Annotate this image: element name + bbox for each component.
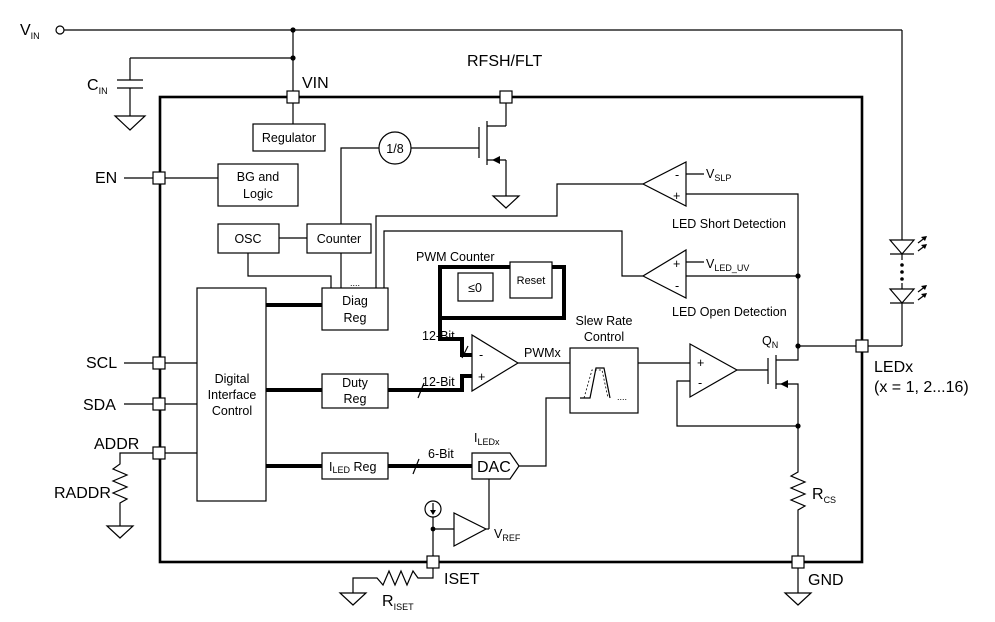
- led-short-label: LED Short Detection: [672, 217, 786, 231]
- pwmx-label: PWMx: [524, 346, 562, 360]
- le-zero-label: ≤0: [468, 281, 482, 295]
- rfsh-pin: [499, 90, 513, 104]
- opamp-minus: -: [698, 376, 702, 390]
- ground-icon: [338, 592, 368, 606]
- diag-reg-block: [321, 287, 389, 331]
- gnd-pin: [791, 555, 805, 569]
- pwm-comparator: [471, 333, 520, 393]
- open-comp-minus: -: [675, 279, 679, 293]
- slew-label-2: Control: [584, 330, 624, 344]
- dic-label-1: Digital: [215, 372, 250, 386]
- rfsh-pin-label: RFSH/FLT: [467, 53, 542, 70]
- dic-label-3: Control: [212, 404, 252, 418]
- short-comp-minus: -: [675, 168, 679, 182]
- iset-pin-label: ISET: [444, 571, 480, 588]
- vref-buffer: [453, 512, 488, 547]
- duty-reg-block: [321, 373, 389, 409]
- vref-label: VREF: [494, 527, 521, 543]
- dic-label-2: Interface: [208, 388, 257, 402]
- riset-label: RISET: [382, 593, 414, 612]
- bg-logic-block: [217, 163, 299, 207]
- scl-pin-label: SCL: [86, 355, 117, 372]
- ledx-pin-label: LEDx: [874, 359, 913, 376]
- led-open-label: LED Open Detection: [672, 305, 787, 319]
- vin-rail: [55, 25, 903, 240]
- diag-dots: ....: [350, 278, 360, 288]
- scl-pin: [152, 356, 166, 370]
- slew-label-1: Slew Rate: [576, 314, 633, 328]
- open-comp-plus: +: [673, 257, 680, 271]
- regulator-label: Regulator: [262, 131, 316, 145]
- vin-source-label: VIN: [20, 22, 40, 41]
- ledx-pin: [855, 339, 869, 353]
- opamp-plus: +: [697, 356, 704, 370]
- diag-reg-label-2: Reg: [344, 311, 367, 325]
- bit12-pwm-label: 12-Bit: [422, 329, 455, 343]
- divider-label: 1/8: [386, 142, 403, 156]
- ground-icon: [113, 115, 147, 131]
- short-comp-plus: +: [673, 189, 680, 203]
- en-pin: [152, 171, 166, 185]
- iset-pin: [426, 555, 440, 569]
- led-icon: [888, 288, 916, 304]
- cin-label: CIN: [87, 77, 108, 96]
- digital-interface-block: [196, 287, 267, 502]
- counter-label: Counter: [317, 232, 361, 246]
- iledx-label: ILEDx: [474, 431, 500, 447]
- ledx-range-label: (x = 1, 2...16): [874, 379, 969, 396]
- reset-block: [509, 261, 553, 299]
- ground-icon: [105, 525, 135, 539]
- sda-pin-label: SDA: [83, 397, 116, 414]
- ground-icon: [783, 592, 813, 606]
- duty-reg-label-2: Reg: [344, 392, 367, 406]
- en-pin-label: EN: [95, 170, 117, 187]
- counter-block: [306, 223, 372, 254]
- dac-label: DAC: [477, 459, 511, 476]
- pwm-comp-minus: -: [479, 348, 483, 362]
- rcs-label: RCS: [812, 486, 836, 505]
- bit12-duty-label: 12-Bit: [422, 375, 455, 389]
- vin-pin-label: VIN: [302, 75, 329, 92]
- vin-source-terminal: [55, 25, 65, 35]
- osc-label: OSC: [234, 232, 261, 246]
- led-icon: [888, 239, 916, 255]
- sda-pin: [152, 397, 166, 411]
- dac-block: [471, 452, 520, 480]
- addr-pin: [152, 446, 166, 460]
- reset-label: Reset: [517, 275, 546, 287]
- raddr-label: RADDR: [54, 485, 111, 502]
- le-zero-block: [457, 272, 494, 302]
- qn-transistor: [767, 346, 799, 426]
- output-opamp: [689, 342, 739, 399]
- addr-pin-label: ADDR: [94, 436, 139, 453]
- short-detect-comparator: [641, 161, 687, 207]
- vledu-label: VLED_UV: [706, 257, 749, 273]
- slew-dots: ....: [617, 392, 627, 402]
- bit6-label: 6-Bit: [428, 447, 454, 461]
- open-detect-comparator: [641, 248, 687, 299]
- bg-logic-label-2: Logic: [243, 187, 273, 201]
- bg-logic-label-1: BG and: [237, 170, 279, 184]
- vin-pin: [286, 90, 300, 104]
- cin-capacitor: [113, 79, 147, 131]
- diag-reg-label-1: Diag: [342, 294, 368, 308]
- pwm-counter-loop: [438, 265, 566, 320]
- iled-reg-label: ILED Reg: [329, 460, 376, 475]
- vslp-label: VSLP: [706, 167, 731, 183]
- qn-label: QN: [762, 334, 778, 350]
- pwm-counter-title: PWM Counter: [416, 250, 495, 264]
- regulator-block: [252, 123, 326, 152]
- duty-reg-label-1: Duty: [342, 376, 368, 390]
- ground-icon: [491, 195, 521, 209]
- rfsh-nmos-transistor: [478, 103, 521, 209]
- led-string: [888, 236, 927, 346]
- pwm-comp-plus: +: [478, 370, 485, 384]
- gnd-pin-label: GND: [808, 572, 844, 589]
